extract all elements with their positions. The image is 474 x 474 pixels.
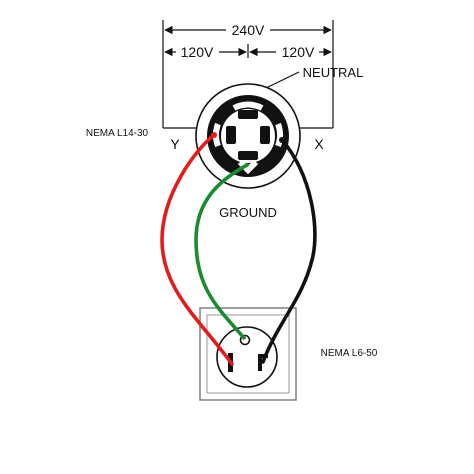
twist-lock-receptacle-icon bbox=[195, 83, 301, 189]
red-wire-end bbox=[211, 132, 217, 138]
x-slot bbox=[275, 122, 283, 148]
black-wire-end bbox=[279, 137, 285, 143]
plug-bottom-label: NEMA L6-50 bbox=[321, 348, 378, 359]
dimension-lines bbox=[162, 20, 334, 129]
neutral-label: NEUTRAL bbox=[303, 65, 364, 80]
green-wire bbox=[194, 163, 249, 340]
wires bbox=[160, 132, 317, 366]
terminal-x-label: X bbox=[314, 136, 324, 152]
red-wire bbox=[160, 133, 234, 366]
neutral-leader-line bbox=[261, 71, 300, 91]
terminal-y-label: Y bbox=[170, 136, 180, 152]
ground-slot bbox=[237, 159, 259, 175]
ground-label: GROUND bbox=[219, 205, 277, 220]
voltage-total-label: 240V bbox=[232, 22, 265, 38]
receptacle-right-slot bbox=[258, 354, 268, 371]
voltage-right-label: 120V bbox=[282, 44, 315, 60]
black-wire bbox=[261, 138, 317, 364]
plug-top-label: NEMA L14-30 bbox=[86, 128, 149, 139]
neutral-slot bbox=[232, 101, 264, 111]
voltage-left-label: 120V bbox=[181, 44, 214, 60]
